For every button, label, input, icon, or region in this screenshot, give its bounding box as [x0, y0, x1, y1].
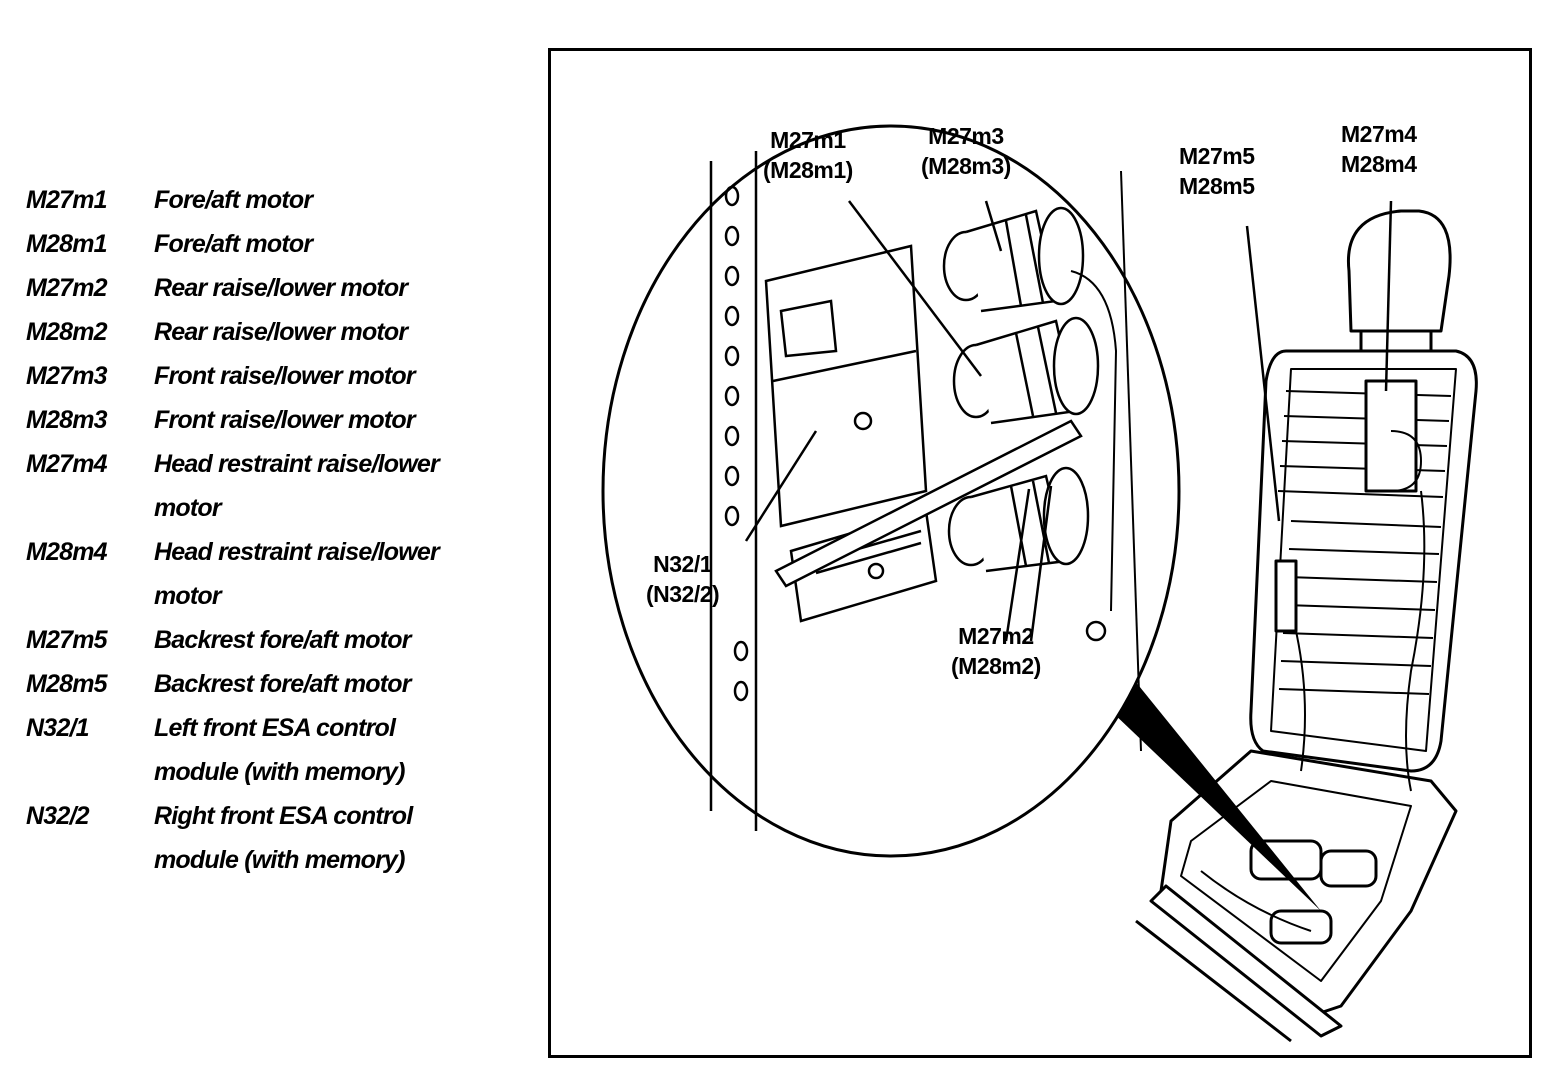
component-legend: M27m1 Fore/aft motor M28m1 Fore/aft moto… — [26, 178, 496, 882]
legend-row: M27m2 Rear raise/lower motor — [26, 266, 496, 310]
callout-primary: M27m1 — [770, 127, 846, 153]
power-seat-drawing — [1135, 209, 1478, 1043]
callout-primary: N32/1 — [653, 551, 713, 577]
legend-code: M28m4 — [26, 538, 108, 566]
legend-row: N32/1 Left front ESA control module (wit… — [26, 706, 496, 794]
detail-pointer — [1111, 676, 1321, 911]
callout-primary: M27m4 — [1341, 121, 1417, 147]
legend-code: M28m5 — [26, 670, 108, 698]
callout-secondary: (N32/2) — [646, 581, 720, 607]
legend-row: M28m5 Backrest fore/aft motor — [26, 662, 496, 706]
legend-description: Front raise/lower motor — [154, 406, 416, 434]
callout-secondary: (M28m2) — [951, 653, 1041, 679]
legend-description: Fore/aft motor — [154, 230, 313, 258]
callout-secondary: (M28m1) — [763, 157, 853, 183]
motor-fore-aft — [952, 316, 1100, 425]
callout-primary: M27m2 — [958, 623, 1034, 649]
callout-secondary: M28m5 — [1179, 173, 1255, 199]
legend-description: Backrest fore/aft motor — [154, 670, 411, 698]
legend-description: Right front ESA control module (with mem… — [154, 802, 413, 874]
legend-description: Rear raise/lower motor — [154, 318, 408, 346]
legend-code: N32/2 — [26, 802, 90, 830]
legend-description: Head restraint raise/lower motor — [154, 538, 440, 610]
legend-row: M28m2 Rear raise/lower motor — [26, 310, 496, 354]
legend-row: M27m5 Backrest fore/aft motor — [26, 618, 496, 662]
legend-code: N32/1 — [26, 714, 90, 742]
callout-m27m3: M27m3 (M28m3) — [921, 121, 1011, 181]
legend-description: Rear raise/lower motor — [154, 274, 408, 302]
callout-n32: N32/1 (N32/2) — [646, 549, 720, 609]
legend-code: M27m5 — [26, 626, 108, 654]
callout-primary: M27m3 — [928, 123, 1004, 149]
callout-m27m5: M27m5 M28m5 — [1179, 141, 1255, 201]
legend-code: M27m1 — [26, 186, 108, 214]
callout-secondary: (M28m3) — [921, 153, 1011, 179]
legend-description: Left front ESA control module (with memo… — [154, 714, 405, 786]
legend-description: Backrest fore/aft motor — [154, 626, 411, 654]
legend-row: M28m1 Fore/aft motor — [26, 222, 496, 266]
legend-row: M27m4 Head restraint raise/lower motor — [26, 442, 496, 530]
legend-code: M27m3 — [26, 362, 108, 390]
legend-code: M27m4 — [26, 450, 108, 478]
legend-code: M27m2 — [26, 274, 108, 302]
callout-m27m4: M27m4 M28m4 — [1341, 119, 1417, 179]
legend-code: M28m1 — [26, 230, 108, 258]
legend-row: M27m3 Front raise/lower motor — [26, 354, 496, 398]
callout-primary: M27m5 — [1179, 143, 1255, 169]
legend-row: M28m3 Front raise/lower motor — [26, 398, 496, 442]
legend-description: Front raise/lower motor — [154, 362, 416, 390]
detail-magnifier — [601, 124, 1393, 858]
seat-illustration — [601, 124, 1478, 1043]
legend-code: M28m3 — [26, 406, 108, 434]
legend-row: N32/2 Right front ESA control module (wi… — [26, 794, 496, 882]
legend-description: Head restraint raise/lower motor — [154, 450, 440, 522]
motor-front-raise-lower — [942, 206, 1085, 313]
callout-m27m2: M27m2 (M28m2) — [951, 621, 1041, 681]
seat-motor-figure: M27m1 (M28m1) M27m3 (M28m3) M27m5 M28m5 … — [548, 48, 1532, 1058]
legend-row: M27m1 Fore/aft motor — [26, 178, 496, 222]
legend-row: M28m4 Head restraint raise/lower motor — [26, 530, 496, 618]
callout-secondary: M28m4 — [1341, 151, 1417, 177]
callout-m27m1: M27m1 (M28m1) — [763, 125, 853, 185]
legend-description: Fore/aft motor — [154, 186, 313, 214]
legend-code: M28m2 — [26, 318, 108, 346]
